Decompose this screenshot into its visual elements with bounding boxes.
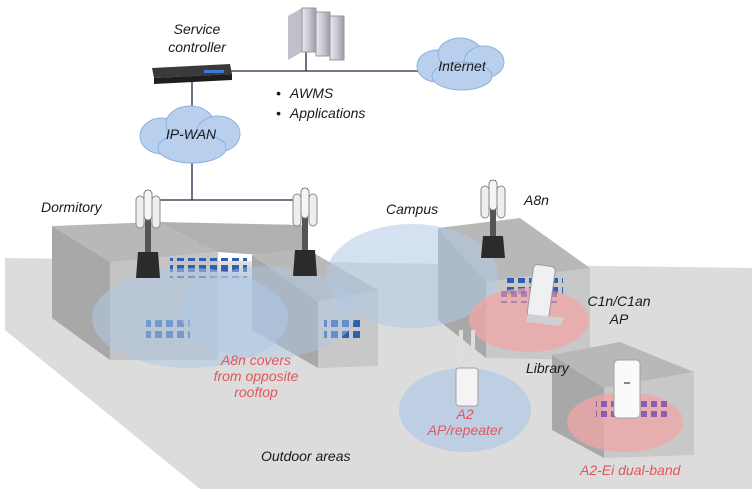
rack-controller-icon xyxy=(152,64,232,84)
dormitory-label: Dormitory xyxy=(41,199,102,215)
ip-wan-label: IP-WAN xyxy=(165,126,217,142)
a8n-label: A8n xyxy=(524,192,549,208)
awms-bullet-list: AWMS Applications xyxy=(276,83,366,123)
ip-wan-cloud xyxy=(139,105,241,164)
outdoor-ap-icon xyxy=(455,330,479,407)
bullet-applications: Applications xyxy=(276,103,366,123)
service-controller-label: Service controller xyxy=(168,21,226,55)
antenna-icon xyxy=(135,189,161,278)
internet-label: Internet xyxy=(438,58,486,74)
outdoor-ap-icon xyxy=(613,359,641,419)
campus-label: Campus xyxy=(386,201,439,217)
indoor-ap-icon xyxy=(526,264,564,326)
a2-ei-label: A2-Ei dual-band xyxy=(580,462,681,478)
internet-cloud xyxy=(416,37,505,91)
server-tower-icon xyxy=(288,7,345,61)
antenna-icon xyxy=(480,179,506,258)
bullet-awms: AWMS xyxy=(276,83,365,103)
a8n-covers-label: A8n covers from opposite rooftop xyxy=(213,352,299,400)
c1n-ap-label: C1n/C1an AP xyxy=(587,293,651,327)
outdoor-areas-label: Outdoor areas xyxy=(261,448,351,464)
antenna-icon xyxy=(292,187,318,276)
a2-label: A2 AP/repeater xyxy=(427,406,503,438)
library-label: Library xyxy=(526,360,569,376)
coverage-areas xyxy=(92,224,683,452)
